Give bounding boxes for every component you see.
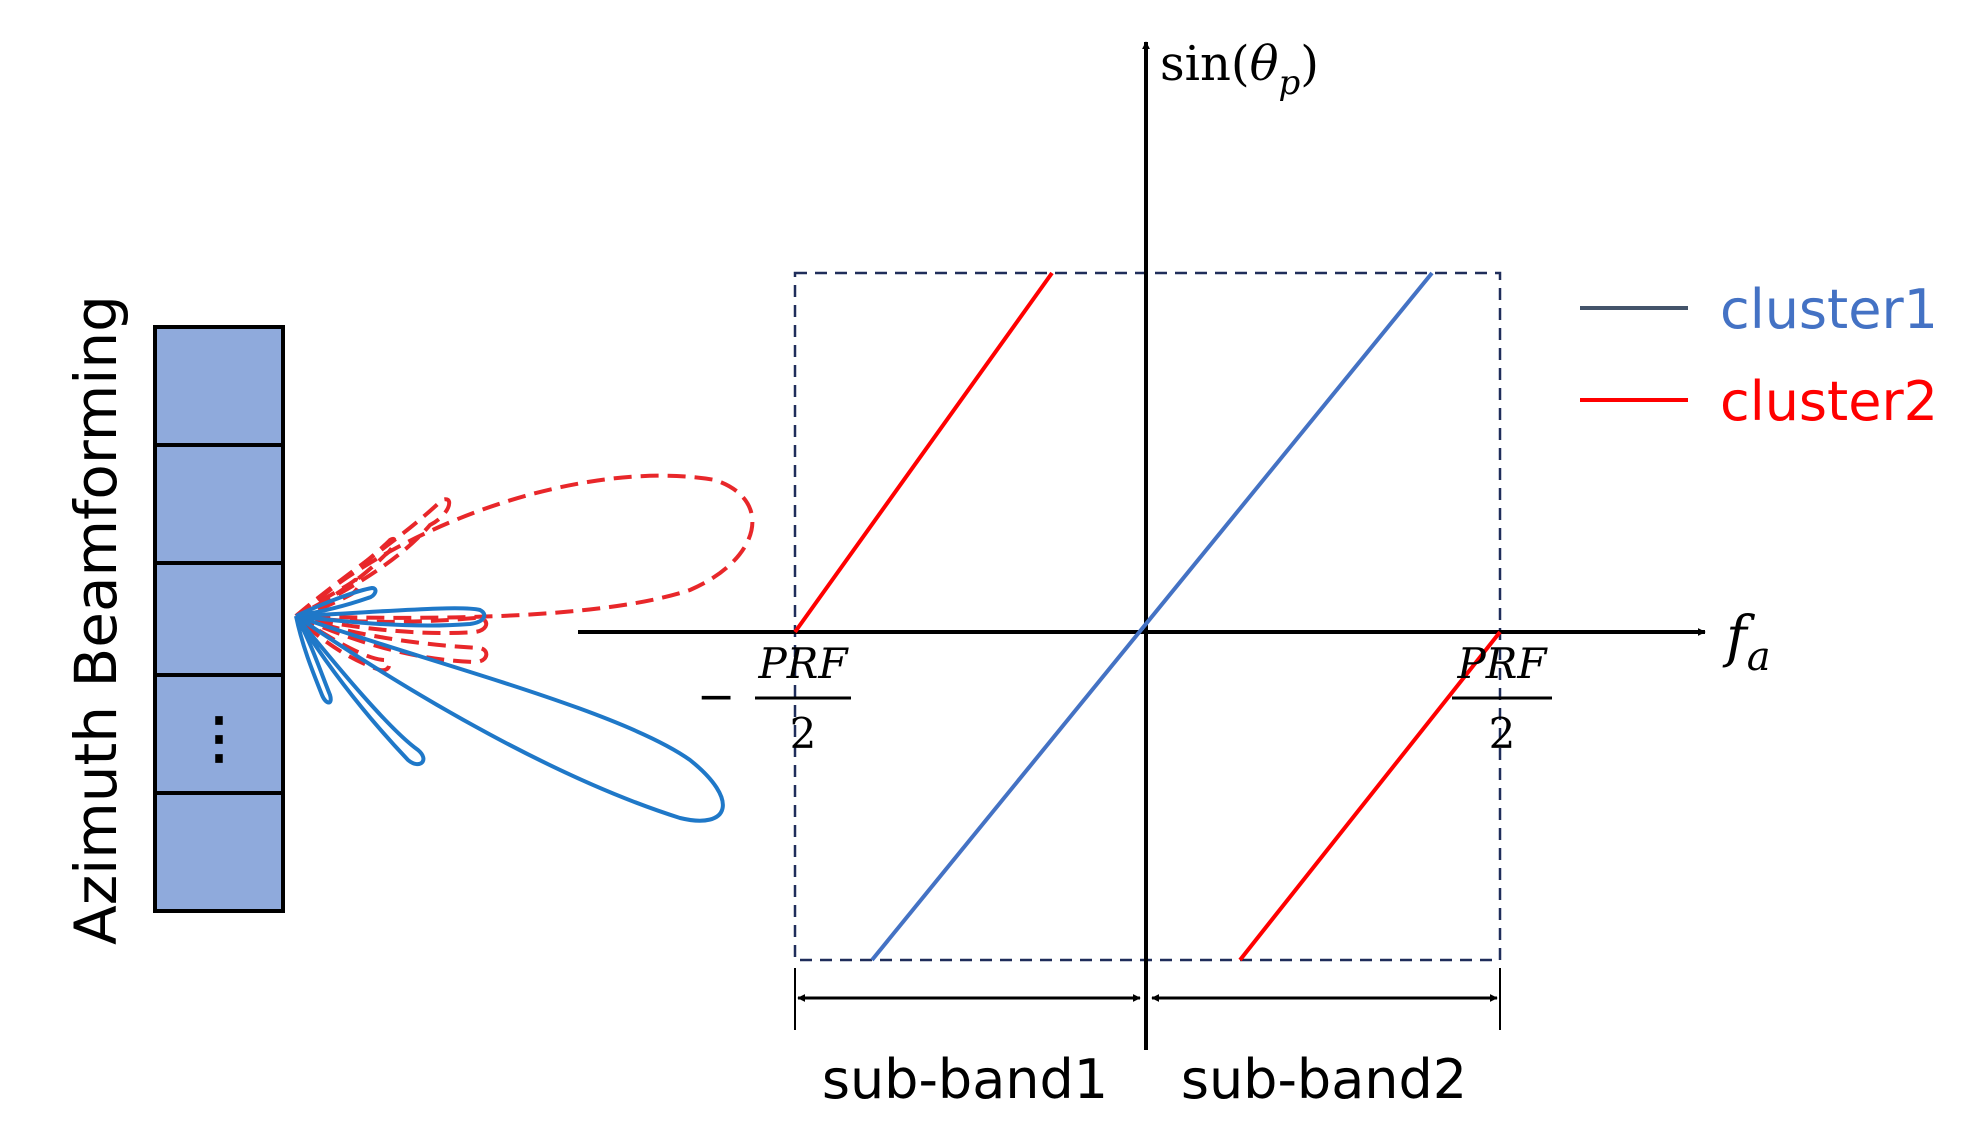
tick-pos-denominator: 2	[1489, 709, 1516, 758]
tick-neg-denominator: 2	[790, 709, 817, 758]
y-axis-label: sin(θp)	[1160, 36, 1319, 103]
cluster2-line-upper	[793, 271, 1054, 634]
tick-neg-numerator: PRF	[757, 639, 849, 688]
legend: cluster1 cluster2	[1580, 278, 1938, 433]
beam-pattern-solid	[294, 585, 725, 823]
subband-brackets: sub-band1 sub-band2	[794, 968, 1501, 1111]
subband1-label: sub-band1	[822, 1048, 1108, 1111]
tick-pos-numerator: PRF	[1456, 639, 1548, 688]
cluster1-line	[870, 271, 1434, 962]
cluster2-line-lower	[1238, 630, 1502, 962]
tick-pos-prf-half: PRF 2	[1452, 639, 1552, 758]
tick-neg-sign: −	[697, 669, 736, 723]
subband2-label: sub-band2	[1181, 1048, 1467, 1111]
legend-cluster1-label: cluster1	[1720, 278, 1938, 341]
array-element	[153, 443, 285, 565]
array-element	[153, 673, 285, 795]
beam-pattern-dashed	[294, 473, 755, 673]
antenna-array: ⋮	[153, 325, 285, 913]
tick-neg-prf-half: − PRF 2	[697, 639, 851, 758]
legend-cluster2-label: cluster2	[1720, 370, 1938, 433]
side-label: Azimuth Beamforming	[62, 295, 130, 945]
x-axis-label: fa	[1722, 605, 1771, 680]
array-element	[153, 325, 285, 447]
array-element	[153, 561, 285, 677]
array-element	[153, 791, 285, 913]
array-ellipsis: ⋮	[191, 706, 247, 769]
